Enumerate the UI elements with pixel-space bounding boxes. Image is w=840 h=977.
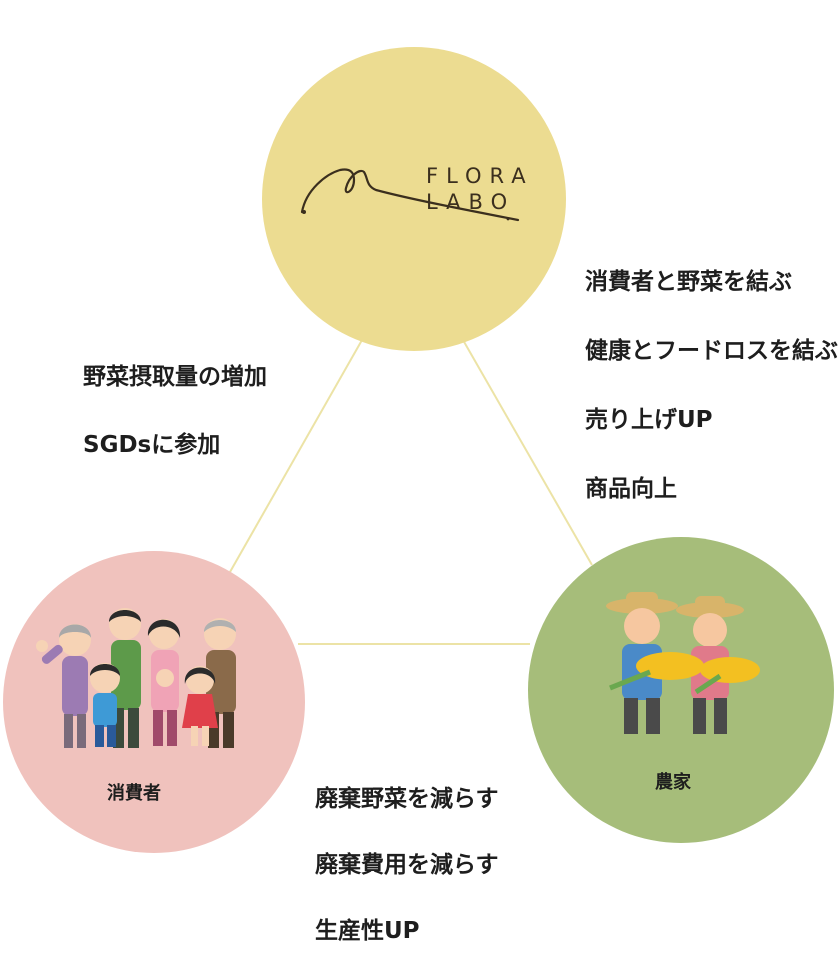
boy-figure <box>90 663 120 747</box>
family-illustration <box>36 608 236 748</box>
farmer-label: 農家 <box>655 772 691 793</box>
grandma-figure <box>36 624 91 748</box>
connector-flora-consumer <box>229 339 363 573</box>
consumer-benefit: SGDsに参加 <box>83 432 221 458</box>
girl-figure <box>182 666 218 746</box>
logo-swash-icon <box>300 168 520 222</box>
flora-benefits-list: 消費者と野菜を結ぶ 健康とフードロスを結ぶ 売り上げUP 商品向上 <box>585 262 838 538</box>
consumer-benefits-list: 野菜摂取量の増加 SGDsに参加 <box>83 357 267 493</box>
mother-figure <box>147 619 181 746</box>
connector-flora-farmer <box>462 339 593 566</box>
farmer-circle <box>528 537 834 843</box>
logo-text-flora: FLORA <box>426 164 534 188</box>
grandpa-figure <box>204 618 236 748</box>
consumer-benefit: 野菜摂取量の増加 <box>83 364 267 390</box>
consumer-label: 消費者 <box>107 783 161 804</box>
flora-benefit: 消費者と野菜を結ぶ <box>585 269 792 295</box>
flora-labo-logo: FLORA LABO <box>296 150 556 230</box>
flora-benefit: 健康とフードロスを結ぶ <box>585 338 838 364</box>
logo-text-labo: LABO <box>426 190 516 214</box>
farmer-benefit: 廃棄野菜を減らす <box>315 786 499 812</box>
flora-benefit: 商品向上 <box>585 476 677 502</box>
farmer-benefits-list: 廃棄野菜を減らす 廃棄費用を減らす 生産性UP <box>315 779 499 977</box>
flora-benefit: 売り上げUP <box>585 407 713 433</box>
farmer-benefit: 廃棄費用を減らす <box>315 852 499 878</box>
farmers-illustration <box>606 592 760 734</box>
father-figure <box>109 608 141 748</box>
farmer-benefit: 生産性UP <box>315 918 420 944</box>
rice-bundle-icon <box>609 652 760 695</box>
connector-lines <box>229 339 593 645</box>
